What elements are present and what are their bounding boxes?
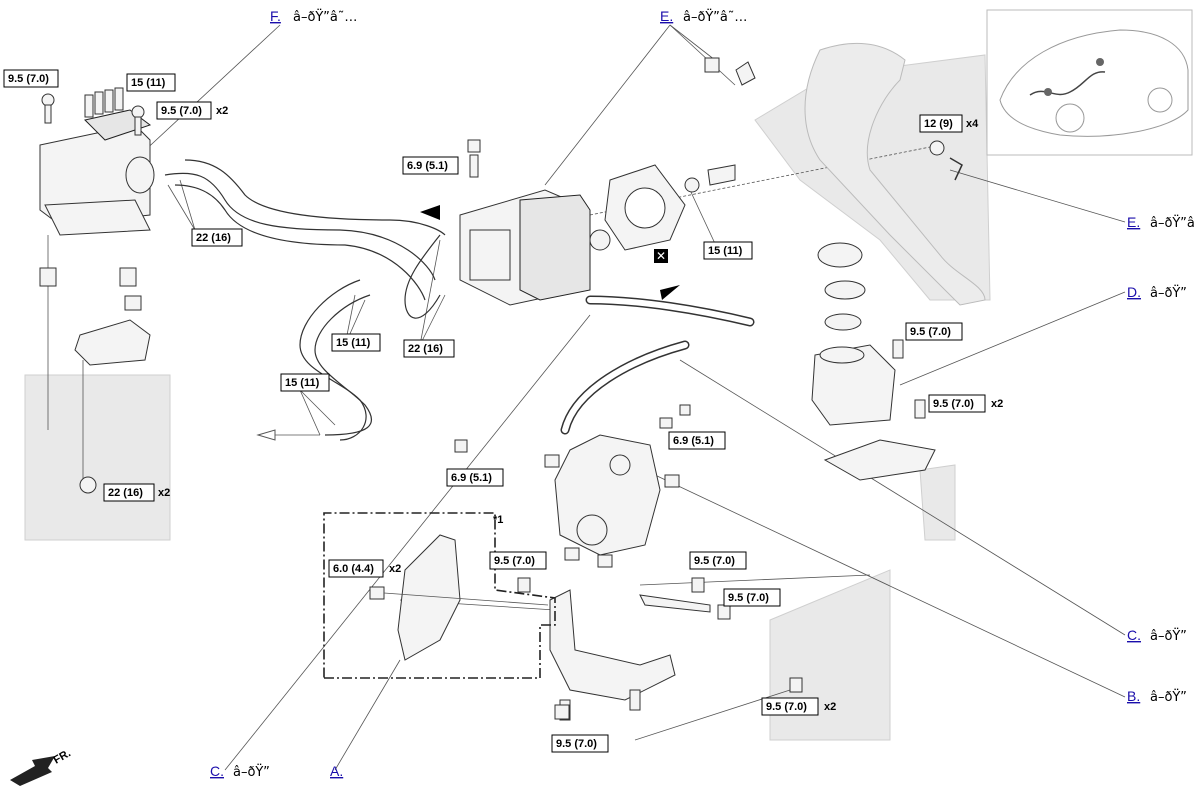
front-label: FR. [52,747,73,766]
torque-value: 9.5 (7.0) [161,105,202,117]
torque-value: 9.5 (7.0) [694,555,735,567]
torque-value: 9.5 (7.0) [766,701,807,713]
callout-link[interactable]: F. [270,8,281,24]
callout-e-right[interactable]: E. â–ðŸ”â [1127,214,1195,231]
torque-value: 22 (16) [196,232,231,244]
torque-spec: 15 (11) [331,333,381,352]
torque-spec: 9.5 (7.0) [489,551,547,570]
torque-value: 9.5 (7.0) [8,73,49,85]
torque-spec: 22 (16) x2 [103,483,170,502]
callout-e-top[interactable]: E. â–ðŸ”â˜… [660,8,747,25]
torque-spec: 9.5 (7.0) [551,734,609,753]
torque-spec: 12 (9) x4 [919,114,979,133]
callout-link[interactable]: E. [1127,214,1140,230]
torque-value: 15 (11) [336,337,371,349]
torque-spec: 15 (11) [703,241,753,260]
torque-specs: 9.5 (7.0) 15 (11) 9.5 (7.0) x2 22 (16) 2… [3,69,1003,753]
callout-suffix: â–ðŸ”â [1150,215,1195,231]
torque-multiplier: x2 [991,398,1003,410]
torque-spec: 6.9 (5.1) [668,431,726,450]
torque-value: 6.9 (5.1) [673,435,714,447]
brake-pedal [804,42,986,306]
svg-text:✕: ✕ [656,249,666,263]
torque-spec: 9.5 (7.0) [3,69,59,88]
torque-value: 9.5 (7.0) [556,738,597,750]
torque-spec: 9.5 (7.0) [723,588,781,607]
direction-arrow [660,285,680,300]
note-star1: *1 [493,514,503,526]
callout-d-right[interactable]: D. â–ðŸ” [1127,284,1187,301]
torque-value: 15 (11) [285,377,320,389]
torque-multiplier: x2 [824,701,836,713]
torque-multiplier: x4 [966,118,979,130]
callout-suffix: â–ðŸ”â˜… [683,9,747,25]
torque-value: 22 (16) [108,487,143,499]
callout-link[interactable]: C. [210,763,224,779]
callout-b-right[interactable]: B. â–ðŸ” [1127,688,1187,705]
torque-spec: 6.9 (5.1) [402,156,459,175]
torque-value: 15 (11) [131,77,166,89]
callout-suffix: â–ðŸ” [1150,285,1187,301]
torque-spec: 6.0 (4.4) x2 [328,559,401,578]
torque-spec: 15 (11) [280,373,330,392]
callout-suffix: â–ðŸ” [1150,628,1187,644]
torque-spec: 9.5 (7.0) x2 [156,101,228,120]
torque-spec: 9.5 (7.0) [905,322,963,341]
direction-arrow [256,429,276,441]
front-direction-indicator: FR. [10,747,73,786]
booster-master-cylinder: ✕ [256,57,963,441]
cover-detail-box: *1 [323,512,556,679]
torque-value: 6.0 (4.4) [333,563,374,575]
hydraulic-unit-assembly [454,404,803,721]
torque-value: 22 (16) [408,343,443,355]
callout-link[interactable]: E. [660,8,673,24]
callout-suffix: â–ðŸ” [233,764,270,780]
left-body-panel [24,374,171,541]
torque-multiplier: x2 [389,563,401,575]
callout-link[interactable]: D. [1127,284,1141,300]
torque-value: 6.9 (5.1) [451,472,492,484]
callout-a-bottom[interactable]: A. [330,763,343,779]
torque-spec: 22 (16) [403,339,455,358]
callout-f-top[interactable]: F. â–ðŸ”â˜… [270,8,357,25]
reservoir-assembly [560,242,936,481]
vehicle-location-inset [986,9,1193,156]
torque-value: 9.5 (7.0) [933,398,974,410]
abs-actuator-assembly [39,87,155,494]
callout-link[interactable]: A. [330,763,343,779]
leader-lines [47,24,1126,771]
torque-spec: 9.5 (7.0) x2 [761,697,836,716]
torque-spec: 9.5 (7.0) x2 [928,394,1003,413]
torque-spec: 9.5 (7.0) [689,551,747,570]
torque-spec: 6.9 (5.1) [446,468,504,487]
do-not-reuse-icon [654,249,668,263]
callout-links: F. â–ðŸ”â˜… E. â–ðŸ”â˜… E. â–ðŸ”â D. â–ð… [210,8,1195,780]
callout-suffix: â–ðŸ” [1150,689,1187,705]
callout-c-bottom[interactable]: C. â–ðŸ” [210,763,270,780]
torque-value: 9.5 (7.0) [728,592,769,604]
callout-suffix: â–ðŸ”â˜… [293,9,357,25]
brake-pipes [164,159,446,441]
torque-spec: 22 (16) [191,228,243,247]
torque-multiplier: x2 [158,487,170,499]
right-bracket-ghost [919,464,956,541]
torque-spec: 15 (11) [126,73,176,92]
torque-value: 9.5 (7.0) [494,555,535,567]
direction-arrow [420,205,440,220]
torque-value: 9.5 (7.0) [910,326,951,338]
torque-multiplier: x2 [216,105,228,117]
callout-link[interactable]: C. [1127,627,1141,643]
torque-value: 6.9 (5.1) [407,160,448,172]
callout-c-right[interactable]: C. â–ðŸ” [1127,627,1187,644]
torque-value: 15 (11) [708,245,743,257]
callout-link[interactable]: B. [1127,688,1140,704]
torque-value: 12 (9) [924,118,953,130]
